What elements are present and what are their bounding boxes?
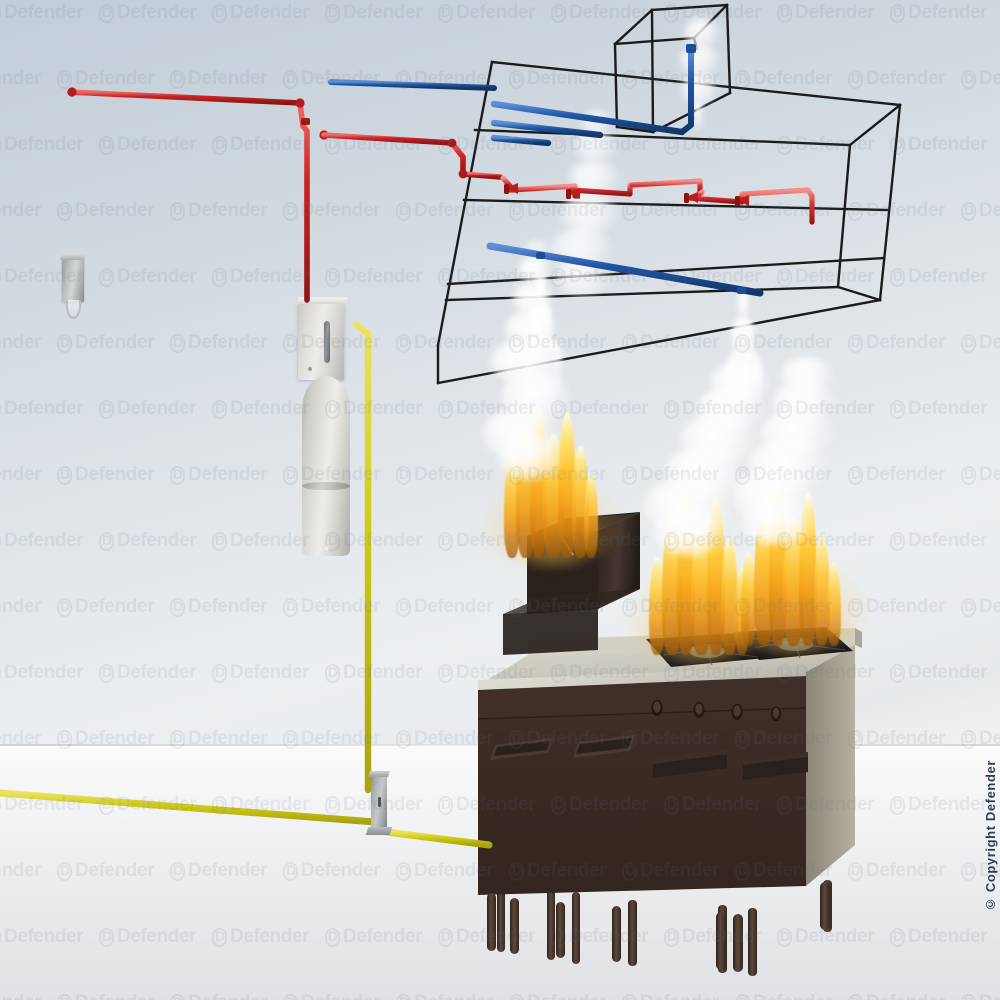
chemical-pipe-riser [321,132,503,180]
gas-pipe-floor-right [382,828,493,849]
suppression-agent-cylinder[interactable] [302,376,350,556]
water-duct-nozzle [686,44,696,53]
water-pipe-duct-feed [490,45,694,136]
range-door-handles[interactable] [490,735,808,780]
valve-head-gauge-slot [324,321,330,363]
pull-station-ring[interactable] [66,300,81,319]
chemical-pipe-pull-branch [67,89,310,303]
pull-station-body [62,258,84,302]
manual-pull-station[interactable] [59,254,87,319]
water-pipe-hood-upper-header [490,119,604,147]
gas-valve-indicator [378,797,381,807]
chemical-pipe-hood-manifold [500,175,815,225]
hood-canopy [436,60,902,385]
valve-head-screw [308,367,312,371]
range-legs-front [487,882,830,972]
range-control-knobs[interactable] [651,700,782,722]
cylinder-weld-band [302,482,350,490]
cylinder-label-dot [325,546,329,550]
chemical-pipe-elbow [447,138,468,179]
gas-shutoff-valve[interactable] [365,771,393,835]
range-backsplash-side [855,628,862,648]
range-cooktop-lip [478,666,806,690]
range-front-panel [478,672,806,895]
water-pipe-hood-lower-header [486,242,764,297]
copyright-notice: © Copyright Defender [983,760,998,912]
control-valve-head[interactable] [298,304,344,380]
gas-pipe-floor-left [0,789,379,826]
water-pipe-riser [328,79,497,303]
gas-valve-body [371,775,387,831]
range-side-panel [806,645,855,886]
gas-pipe-vertical [352,321,372,794]
